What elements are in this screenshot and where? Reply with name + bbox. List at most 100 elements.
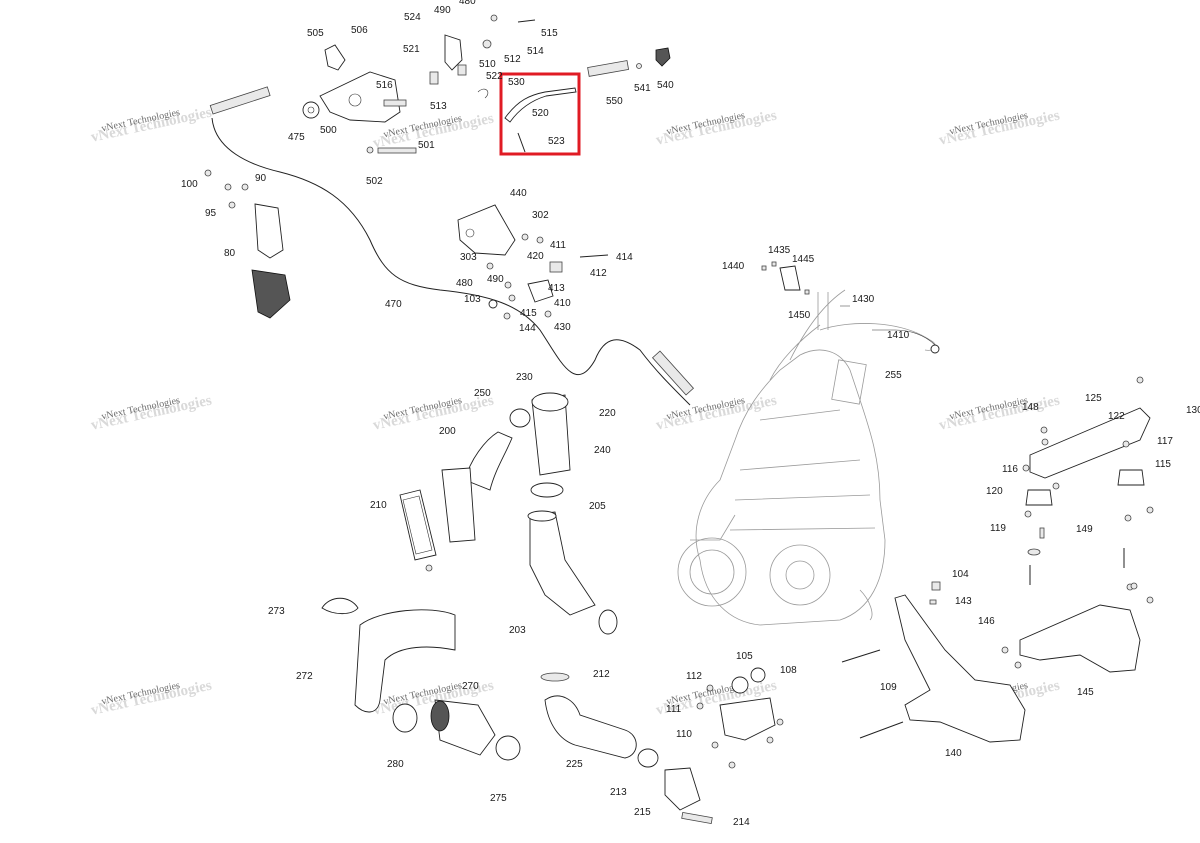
callout-label: 146 bbox=[978, 616, 995, 627]
callout-label: 510 bbox=[479, 59, 496, 70]
callout-label: 1445 bbox=[792, 254, 815, 265]
callout-label: 95 bbox=[205, 208, 217, 219]
clamp-214 bbox=[681, 811, 713, 825]
callout-label: 515 bbox=[541, 28, 558, 39]
callout-label: 514 bbox=[527, 46, 544, 57]
callout-label: 530 bbox=[508, 77, 525, 88]
callout-label: 111 bbox=[666, 704, 682, 715]
handle-550 bbox=[587, 60, 630, 77]
clamp-212 bbox=[540, 672, 570, 682]
callout-label: 110 bbox=[676, 729, 692, 740]
callout-label: 115 bbox=[1155, 459, 1171, 470]
filter-frame bbox=[441, 467, 476, 543]
callout-label: 225 bbox=[566, 759, 583, 770]
watermark: vNext Technologies vNext Technologies bbox=[90, 392, 214, 433]
callout-label: 116 bbox=[1002, 464, 1018, 475]
callout-label: 501 bbox=[418, 140, 435, 151]
callout-label: 415 bbox=[520, 308, 537, 319]
callout-label: 230 bbox=[516, 372, 533, 383]
callout-label: 119 bbox=[990, 523, 1006, 534]
rod-530 bbox=[504, 87, 577, 123]
callout-label: 1410 bbox=[887, 330, 910, 341]
bushing-115-right bbox=[1117, 469, 1145, 486]
callout-label: 490 bbox=[434, 5, 451, 16]
mount-140 bbox=[894, 594, 1026, 743]
callout-label: 112 bbox=[686, 671, 702, 682]
lever-510 bbox=[444, 34, 463, 71]
damper-105 bbox=[731, 676, 749, 694]
callout-label: 1430 bbox=[852, 294, 875, 305]
bracket-145 bbox=[1019, 604, 1141, 673]
callout-label: 104 bbox=[952, 569, 969, 580]
callout-label: 513 bbox=[430, 101, 447, 112]
callout-label: 500 bbox=[320, 125, 337, 136]
callout-label: 105 bbox=[736, 651, 753, 662]
highlight-box bbox=[499, 72, 581, 156]
callout-label: 140 bbox=[945, 748, 962, 759]
callout-label: 148 bbox=[1022, 402, 1039, 413]
callout-label: 100 bbox=[181, 179, 198, 190]
callout-label: 200 bbox=[439, 426, 456, 437]
callout-label: 130 bbox=[1186, 405, 1200, 416]
callout-label: 120 bbox=[986, 486, 1003, 497]
callout-label: 521 bbox=[403, 44, 420, 55]
mount-130 bbox=[1029, 407, 1151, 479]
coupler-270 bbox=[434, 699, 496, 756]
callout-label: 516 bbox=[376, 80, 393, 91]
pedal-pad bbox=[251, 269, 291, 319]
boot-215 bbox=[664, 767, 701, 811]
callout-label: 412 bbox=[590, 268, 607, 279]
pedal-bracket-80 bbox=[254, 203, 284, 259]
callout-label: 480 bbox=[456, 278, 473, 289]
callout-label: 413 bbox=[548, 283, 565, 294]
duct-220 bbox=[464, 431, 513, 491]
callout-label: 108 bbox=[780, 665, 797, 676]
callout-label: 280 bbox=[387, 759, 404, 770]
callout-label: 220 bbox=[599, 408, 616, 419]
watermark: vNext Technologies vNext Technologies bbox=[90, 104, 214, 145]
callout-label: 420 bbox=[527, 251, 544, 262]
callout-label: 145 bbox=[1077, 687, 1094, 698]
callout-label: 273 bbox=[268, 606, 285, 617]
knob-540 bbox=[655, 47, 671, 67]
callout-label: 505 bbox=[307, 28, 324, 39]
callout-label: 1450 bbox=[788, 310, 811, 321]
callout-label: 272 bbox=[296, 671, 313, 682]
filter-240 bbox=[399, 489, 437, 561]
callout-label: 411 bbox=[550, 240, 566, 251]
clamp-213 bbox=[637, 748, 659, 768]
cable-adjuster bbox=[651, 350, 695, 396]
callout-label: 430 bbox=[554, 322, 571, 333]
callout-label: 122 bbox=[1108, 411, 1125, 422]
bracket-440 bbox=[457, 204, 516, 256]
callout-label: 506 bbox=[351, 25, 368, 36]
watermark: vNext Technologies vNext Technologies bbox=[938, 107, 1062, 148]
callout-label: 414 bbox=[616, 252, 633, 263]
seal-273 bbox=[321, 597, 359, 615]
callout-label: 523 bbox=[548, 136, 565, 147]
pipe-272 bbox=[354, 609, 456, 713]
callout-label: 550 bbox=[606, 96, 623, 107]
hose-225 bbox=[544, 695, 637, 759]
callout-label: 255 bbox=[885, 370, 902, 381]
seal-280 bbox=[392, 703, 418, 733]
callout-label: 410 bbox=[554, 298, 571, 309]
bushing-115-left bbox=[1025, 489, 1053, 506]
callout-label: 270 bbox=[462, 681, 479, 692]
callout-label: 143 bbox=[955, 596, 972, 607]
callout-label: 212 bbox=[593, 669, 610, 680]
callout-label: 275 bbox=[490, 793, 507, 804]
callout-label: 215 bbox=[634, 807, 651, 818]
callout-label: 205 bbox=[589, 501, 606, 512]
clamp-275 bbox=[495, 735, 521, 761]
watermark: vNext Technologies vNext Technologies bbox=[655, 392, 779, 433]
callout-label: 512 bbox=[504, 54, 521, 65]
sensor-bracket-1445 bbox=[779, 265, 801, 291]
callout-label: 203 bbox=[509, 625, 526, 636]
pulley-475 bbox=[302, 101, 320, 119]
throttle-cable bbox=[211, 117, 691, 406]
callout-label: 520 bbox=[532, 108, 549, 119]
callout-label: 522 bbox=[486, 71, 503, 82]
callout-label: 250 bbox=[474, 388, 491, 399]
